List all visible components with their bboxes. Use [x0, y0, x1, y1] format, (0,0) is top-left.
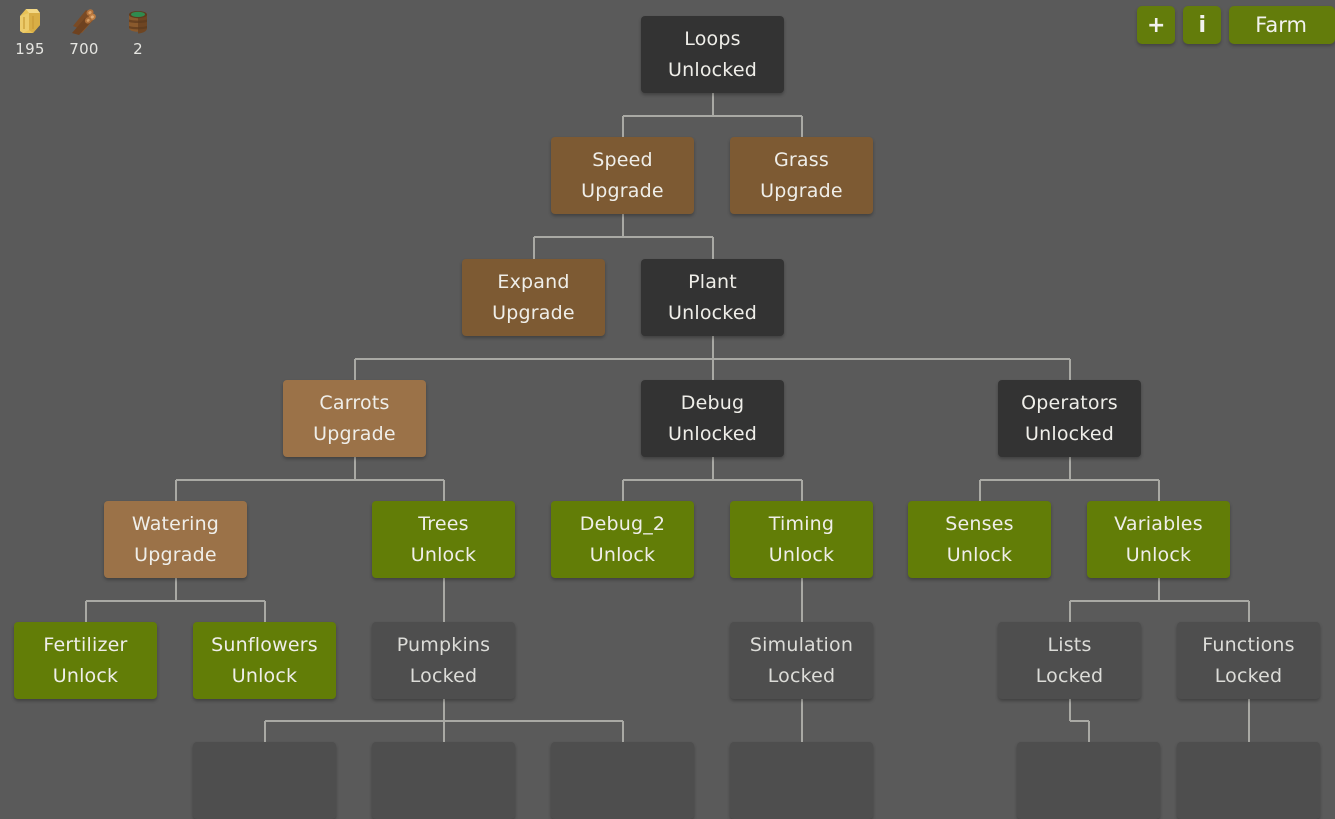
tree-node-state: Unlock — [946, 543, 1013, 566]
connector-from-lists — [1069, 699, 1090, 742]
tree-node-title: Variables — [1114, 512, 1203, 535]
tree-node-state: Upgrade — [492, 301, 575, 324]
tree-node-row6c[interactable] — [551, 742, 694, 819]
tree-node-title: Lists — [1047, 633, 1092, 656]
tree-node-state: Upgrade — [134, 543, 217, 566]
info-button[interactable]: i — [1183, 6, 1222, 44]
resource-barrel-amount: 2 — [133, 40, 143, 58]
tree-node-state: Unlocked — [1025, 422, 1114, 445]
tree-node-row6f[interactable] — [1177, 742, 1320, 819]
tree-node-state: Locked — [1035, 664, 1104, 687]
tree-node-state: Upgrade — [581, 179, 664, 202]
tree-node-row6d[interactable] — [730, 742, 873, 819]
tree-node-row6a[interactable] — [193, 742, 336, 819]
tree-node-title: Trees — [418, 512, 469, 535]
tree-node-state: Upgrade — [313, 422, 396, 445]
tree-node-title: Timing — [768, 512, 835, 535]
resource-hay-amount: 195 — [15, 40, 45, 58]
tree-node-state: Unlock — [1125, 543, 1192, 566]
tree-node-state: Unlock — [52, 664, 119, 687]
farm-button[interactable]: Farm — [1229, 6, 1335, 44]
tree-node-title: Sunflowers — [211, 633, 318, 656]
tree-node-state: Unlock — [768, 543, 835, 566]
resource-wood: 700 — [64, 4, 104, 58]
resource-hay: 195 — [10, 4, 50, 58]
tree-node-state: Unlocked — [668, 58, 757, 81]
tree-node-state: Unlock — [410, 543, 477, 566]
barrel-icon — [121, 4, 155, 38]
tree-node-title: Grass — [774, 148, 829, 171]
resource-wood-amount: 700 — [69, 40, 99, 58]
add-button[interactable]: + — [1137, 6, 1176, 44]
resource-barrel: 2 — [118, 4, 158, 58]
tree-node-row6e[interactable] — [1017, 742, 1160, 819]
tree-node-title: Simulation — [749, 633, 854, 656]
tree-node-state: Locked — [409, 664, 478, 687]
tree-node-title: Functions — [1202, 633, 1295, 656]
tree-node-title: Debug — [680, 391, 745, 414]
connector-from-plant — [354, 336, 1071, 380]
connector-from-loops — [622, 93, 803, 137]
connector-from-debug — [622, 457, 803, 501]
tree-node-state: Unlock — [589, 543, 656, 566]
tree-node-state: Locked — [767, 664, 836, 687]
tree-node-state: Unlock — [231, 664, 298, 687]
tree-node-title: Expand — [497, 270, 570, 293]
tree-node-state: Unlocked — [668, 422, 757, 445]
connector-from-speed — [533, 214, 714, 259]
tree-node-title: Debug_2 — [579, 512, 666, 535]
tree-node-title: Plant — [688, 270, 737, 293]
tree-node-title: Carrots — [319, 391, 390, 414]
tree-node-title: Fertilizer — [43, 633, 128, 656]
resource-bar: 195 700 2 — [10, 4, 158, 58]
tree-node-state: Locked — [1214, 664, 1283, 687]
tree-node-title: Speed — [592, 148, 653, 171]
tree-node-state: Upgrade — [760, 179, 843, 202]
connector-from-operators — [979, 457, 1160, 501]
tree-node-row6b[interactable] — [372, 742, 515, 819]
connector-from-pumpkins — [264, 699, 624, 742]
connector-from-watering — [85, 578, 266, 622]
wood-logs-icon — [67, 4, 101, 38]
tree-node-title: Pumpkins — [396, 633, 491, 656]
connector-from-variables — [1069, 578, 1250, 622]
tree-node-title: Operators — [1021, 391, 1118, 414]
tree-node-title: Watering — [131, 512, 220, 535]
tree-node-state: Unlocked — [668, 301, 757, 324]
tree-node-title: Loops — [684, 27, 741, 50]
hay-bale-icon — [13, 4, 47, 38]
tree-node-title: Senses — [945, 512, 1014, 535]
connector-from-carrots — [175, 457, 445, 501]
